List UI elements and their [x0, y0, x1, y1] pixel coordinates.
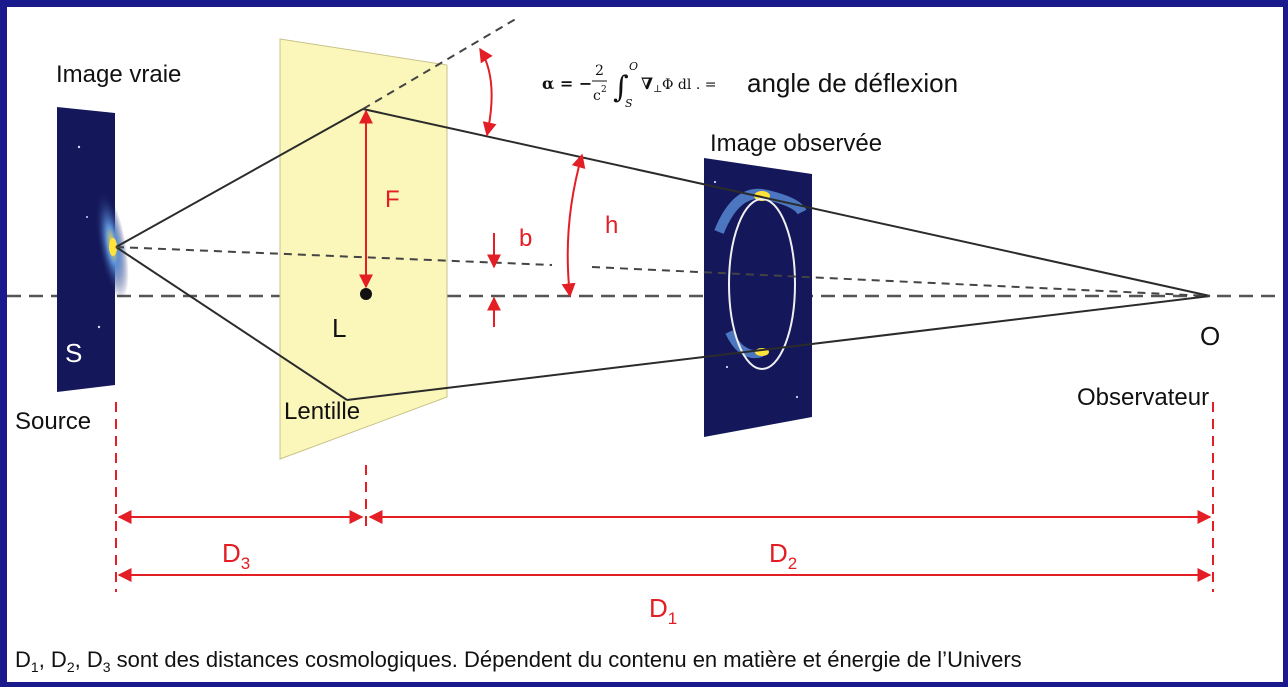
lens-plane — [279, 38, 448, 460]
measurement-arrows — [359, 47, 586, 327]
label-h: h — [605, 212, 618, 239]
label-F: F — [385, 186, 400, 213]
gravitational-lensing-diagram: S F b h L O Image vraie — [7, 16, 1283, 675]
svg-text:c: c — [593, 88, 601, 104]
observer-letter: O — [1200, 321, 1220, 351]
svg-text:Φ dl . =: Φ dl . = — [662, 77, 716, 93]
height-arrow — [561, 153, 586, 298]
d1-label: D1 — [649, 593, 677, 628]
svg-text:∇: ∇ — [641, 74, 653, 93]
svg-text:S: S — [625, 97, 633, 110]
svg-text:2: 2 — [595, 63, 604, 79]
source-label: Source — [15, 408, 91, 435]
source-letter: S — [65, 338, 82, 368]
light-rays — [115, 16, 1211, 401]
svg-text:∫: ∫ — [613, 70, 629, 105]
d3-label: D3 — [222, 538, 250, 573]
source-image-panel: S — [57, 107, 129, 392]
svg-text:2: 2 — [601, 85, 607, 95]
lens-letter: L — [332, 313, 346, 343]
svg-text:⊥: ⊥ — [653, 84, 662, 95]
true-image-label: Image vraie — [56, 61, 181, 88]
deflection-angle-arc — [479, 47, 497, 137]
observed-image-label: Image observée — [710, 130, 882, 157]
observer-label: Observateur — [1077, 384, 1209, 411]
lens-label: Lentille — [284, 398, 360, 425]
deflection-formula: α = − 2 c 2 ∫ O S ∇ ⊥ Φ dl . = — [542, 60, 716, 110]
lens-mass-point — [360, 288, 372, 300]
einstein-ring — [728, 198, 796, 370]
caption: D1, D2, D3 sont des distances cosmologiq… — [15, 647, 1022, 675]
svg-text:O: O — [629, 60, 638, 73]
deflection-angle-label: angle de déflexion — [747, 68, 958, 98]
diagram-frame: S F b h L O Image vraie — [7, 7, 1283, 682]
d2-label: D2 — [769, 538, 797, 573]
svg-text:α = −: α = − — [542, 74, 592, 93]
label-b: b — [519, 225, 532, 252]
distance-guides — [115, 402, 1214, 592]
observed-image-panel — [704, 158, 812, 437]
